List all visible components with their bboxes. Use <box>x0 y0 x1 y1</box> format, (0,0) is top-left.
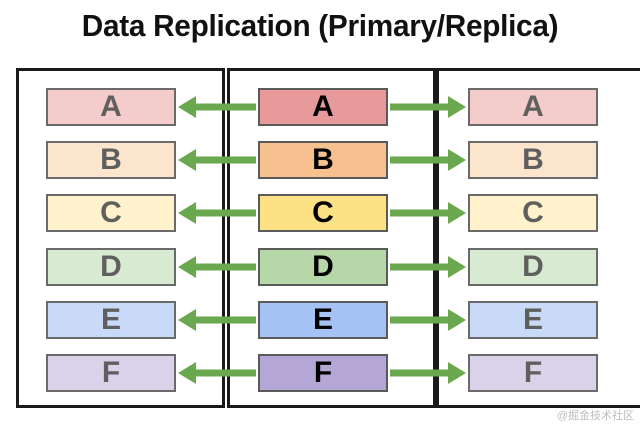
replica-block-left-c: C <box>46 194 176 232</box>
primary-block-center-b: B <box>258 141 388 179</box>
arrow-left-d <box>178 256 256 278</box>
replica-node-left <box>16 68 225 408</box>
primary-block-center-e: E <box>258 301 388 339</box>
arrow-right-e <box>390 309 466 331</box>
primary-block-center-d: D <box>258 248 388 286</box>
arrow-right-c <box>390 202 466 224</box>
replica-block-left-d: D <box>46 248 176 286</box>
arrow-left-b <box>178 149 256 171</box>
arrow-right-d <box>390 256 466 278</box>
primary-node <box>227 68 436 408</box>
replica-block-right-c: C <box>468 194 598 232</box>
replica-block-right-f: F <box>468 354 598 392</box>
arrow-left-a <box>178 96 256 118</box>
arrow-left-e <box>178 309 256 331</box>
arrow-right-b <box>390 149 466 171</box>
replica-block-left-a: A <box>46 88 176 126</box>
arrow-left-f <box>178 362 256 384</box>
watermark: @掘金技术社区 <box>556 410 634 422</box>
primary-block-center-a: A <box>258 88 388 126</box>
arrow-left-c <box>178 202 256 224</box>
replica-block-right-d: D <box>468 248 598 286</box>
replica-block-left-b: B <box>46 141 176 179</box>
primary-block-center-f: F <box>258 354 388 392</box>
replica-block-right-e: E <box>468 301 598 339</box>
arrow-right-f <box>390 362 466 384</box>
replica-block-right-b: B <box>468 141 598 179</box>
replica-block-left-f: F <box>46 354 176 392</box>
replica-block-left-e: E <box>46 301 176 339</box>
arrow-right-a <box>390 96 466 118</box>
primary-block-center-c: C <box>258 194 388 232</box>
replica-node-right <box>436 68 640 408</box>
diagram-title: Data Replication (Primary/Replica) <box>81 8 559 43</box>
replica-block-right-a: A <box>468 88 598 126</box>
